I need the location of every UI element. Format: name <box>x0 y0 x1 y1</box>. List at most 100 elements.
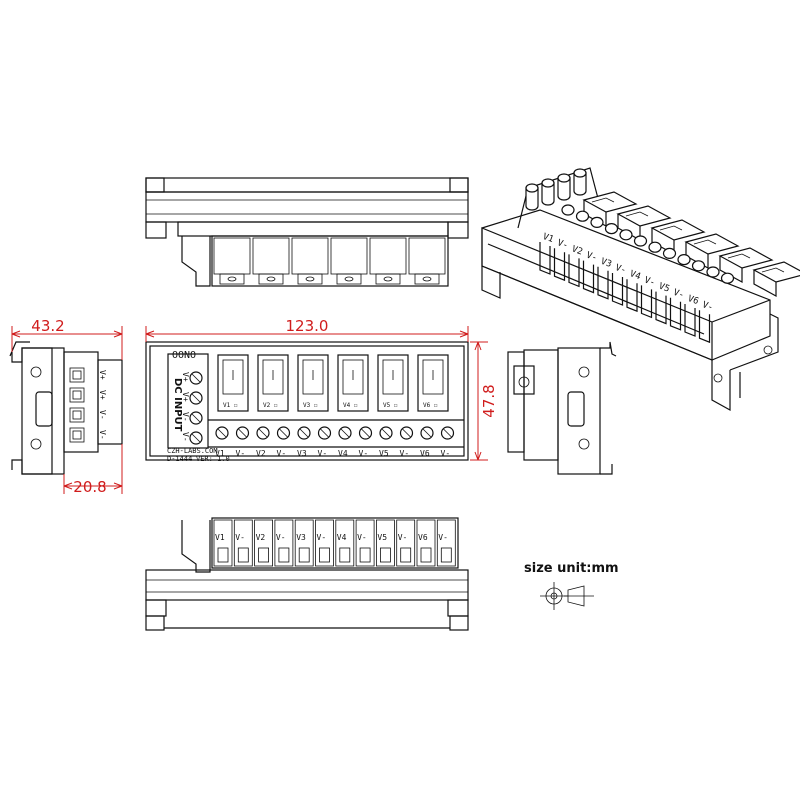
screw-icon <box>706 266 720 278</box>
screw-icon <box>691 260 706 272</box>
switch-label: V6 ☐ <box>423 402 438 409</box>
screw-icon <box>541 178 555 206</box>
screw-icon <box>590 216 604 228</box>
rocker-switch-icon <box>252 237 290 285</box>
terminal-block <box>669 297 682 331</box>
iso-terminal-label: V6 <box>686 294 700 307</box>
terminal-block <box>582 260 595 294</box>
rocker-switch-icon: V1 ☐ <box>217 354 249 412</box>
rocker-switch-icon <box>291 237 329 285</box>
terminal-block <box>568 254 580 288</box>
switch-label: V2 ☐ <box>263 402 278 409</box>
terminal-block <box>213 519 233 567</box>
rocker-switch-icon: V6 ☐ <box>417 354 449 412</box>
side-terminal-label: V+ <box>98 370 107 380</box>
iso-terminal-label: V- <box>643 275 657 288</box>
screw-icon <box>358 426 373 440</box>
terminal-block <box>69 407 85 423</box>
output-terminal-label: V5 <box>379 449 389 458</box>
iso-terminal-label: V1 <box>541 232 555 245</box>
terminal-block <box>684 304 696 337</box>
output-terminal-label: V1 <box>215 449 225 458</box>
output-terminal-label: V- <box>318 449 328 458</box>
screw-icon <box>604 223 619 235</box>
screw-icon <box>573 168 587 196</box>
dim-width: 43.2 <box>31 317 64 335</box>
terminal-block <box>597 266 609 300</box>
screw-icon <box>525 183 539 211</box>
dimension-lines: 123.0 43.2 20.8 47.8 <box>11 317 498 496</box>
screw-icon <box>662 247 677 259</box>
terminal-block <box>69 367 85 383</box>
screw-icon <box>575 210 590 222</box>
terminal-block <box>640 285 653 319</box>
dim-height: 47.8 <box>480 384 498 417</box>
terminal-block <box>69 427 85 443</box>
terminal-block <box>698 310 711 344</box>
iso-terminal-label: V4 <box>628 269 642 282</box>
screw-icon <box>379 426 393 440</box>
terminal-block <box>436 519 456 567</box>
switch-label: V4 ☐ <box>343 402 358 409</box>
iso-terminal-label: V- <box>556 238 570 251</box>
bottom-terminal-label: V4 <box>337 533 347 542</box>
bottom-terminal-label: V- <box>438 533 448 542</box>
screw-icon <box>420 426 434 440</box>
screw-icon <box>276 426 291 440</box>
terminal-block <box>655 291 667 325</box>
output-terminal-label: V3 <box>297 449 307 458</box>
rocker-switch-icon <box>684 233 740 270</box>
terminal-block <box>539 242 551 275</box>
bottom-terminal-label: V2 <box>256 533 266 542</box>
switch-label: V1 ☐ <box>223 402 238 409</box>
unit-label: size unit:mm <box>524 561 619 576</box>
terminal-block <box>254 519 274 567</box>
right-side-view <box>507 341 617 475</box>
side-terminal-label: V- <box>98 410 107 420</box>
rocker-switch-icon <box>369 237 407 285</box>
iso-terminal-label: V2 <box>570 244 584 257</box>
bottom-terminal-label: V3 <box>296 533 306 542</box>
bottom-terminal-label: V- <box>398 533 408 542</box>
output-terminal-label: V4 <box>338 449 348 458</box>
screw-icon <box>297 426 311 440</box>
terminal-block <box>396 519 416 567</box>
bottom-terminal-label: V- <box>317 533 327 542</box>
first-angle-projection-icon <box>540 582 594 610</box>
bottom-terminal-label: V6 <box>418 533 428 542</box>
terminal-block <box>626 279 638 313</box>
output-terminal-label: V6 <box>420 449 430 458</box>
side-terminal-label: V- <box>98 430 107 440</box>
screw-icon <box>189 411 203 425</box>
bottom-terminal-label: V- <box>276 533 286 542</box>
iso-terminal-label: V- <box>614 263 628 276</box>
output-terminal-label: V- <box>441 449 451 458</box>
input-terminal-label: V+ <box>181 372 190 382</box>
rocker-switch-icon <box>408 237 446 285</box>
iso-terminal-label: V5 <box>657 282 671 295</box>
terminal-block <box>274 519 294 567</box>
screw-icon <box>720 272 735 284</box>
part-label: D-1444 <box>167 455 192 463</box>
screw-icon <box>619 229 633 241</box>
screw-icon <box>256 426 270 440</box>
screw-icon <box>677 254 691 266</box>
brand-label: CZH-LABS.COM <box>167 447 218 455</box>
terminal-block <box>355 519 375 567</box>
terminal-block <box>294 519 314 567</box>
rocker-switch-icon: V2 ☐ <box>257 354 289 412</box>
dc-input-label: DC INPUT <box>172 378 183 432</box>
rocker-switch-icon: V4 ☐ <box>337 354 369 412</box>
rocker-switch-icon: V3 ☐ <box>297 354 329 412</box>
screw-icon <box>633 235 648 247</box>
screw-icon <box>189 371 203 385</box>
terminal-block <box>416 519 436 567</box>
switch-label: V5 ☐ <box>383 402 398 409</box>
bottom-terminal-label: V- <box>357 533 367 542</box>
input-terminal-label: V+ <box>181 392 190 402</box>
screw-icon <box>399 426 414 440</box>
iso-terminal-label: V- <box>585 251 599 264</box>
